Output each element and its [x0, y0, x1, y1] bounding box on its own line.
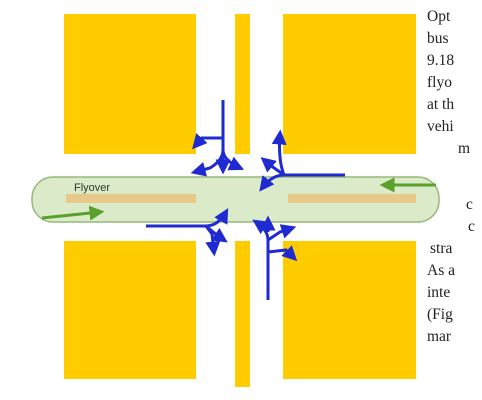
- text-line: inte: [427, 284, 451, 301]
- flyover-strip-right: [288, 194, 416, 203]
- flyover-label: Flyover: [74, 182, 110, 194]
- text-line: c: [468, 218, 475, 235]
- turn-arrow-south: [252, 215, 298, 300]
- turn-arrow-north: [190, 100, 245, 177]
- median-strip-bottom: [235, 241, 250, 387]
- median-strip-top: [235, 14, 250, 154]
- block-top-left: [64, 14, 196, 154]
- block-top-right: [283, 14, 416, 154]
- text-line: c: [466, 196, 473, 213]
- turn-arrow-west: [146, 208, 229, 257]
- text-line: 9.18: [427, 52, 455, 69]
- text-line: bus: [427, 30, 449, 47]
- text-line: flyo: [427, 74, 452, 91]
- text-line: at th: [427, 96, 455, 113]
- turn-arrow-east: [259, 129, 345, 192]
- block-bottom-left: [64, 241, 196, 379]
- text-line: As a: [427, 262, 455, 279]
- block-bottom-right: [283, 241, 416, 379]
- text-line: (Fig: [427, 306, 453, 323]
- intersection-diagram: Flyover: [31, 14, 440, 387]
- text-line: mar: [427, 328, 452, 345]
- flyover-band: [31, 176, 440, 223]
- text-line: m: [458, 140, 471, 157]
- flyover-arrow-east: [41, 205, 105, 221]
- text-line: vehi: [427, 118, 454, 135]
- text-line: Opt: [427, 8, 451, 25]
- flyover-strip-left: [66, 194, 196, 203]
- text-line: stra: [430, 240, 453, 257]
